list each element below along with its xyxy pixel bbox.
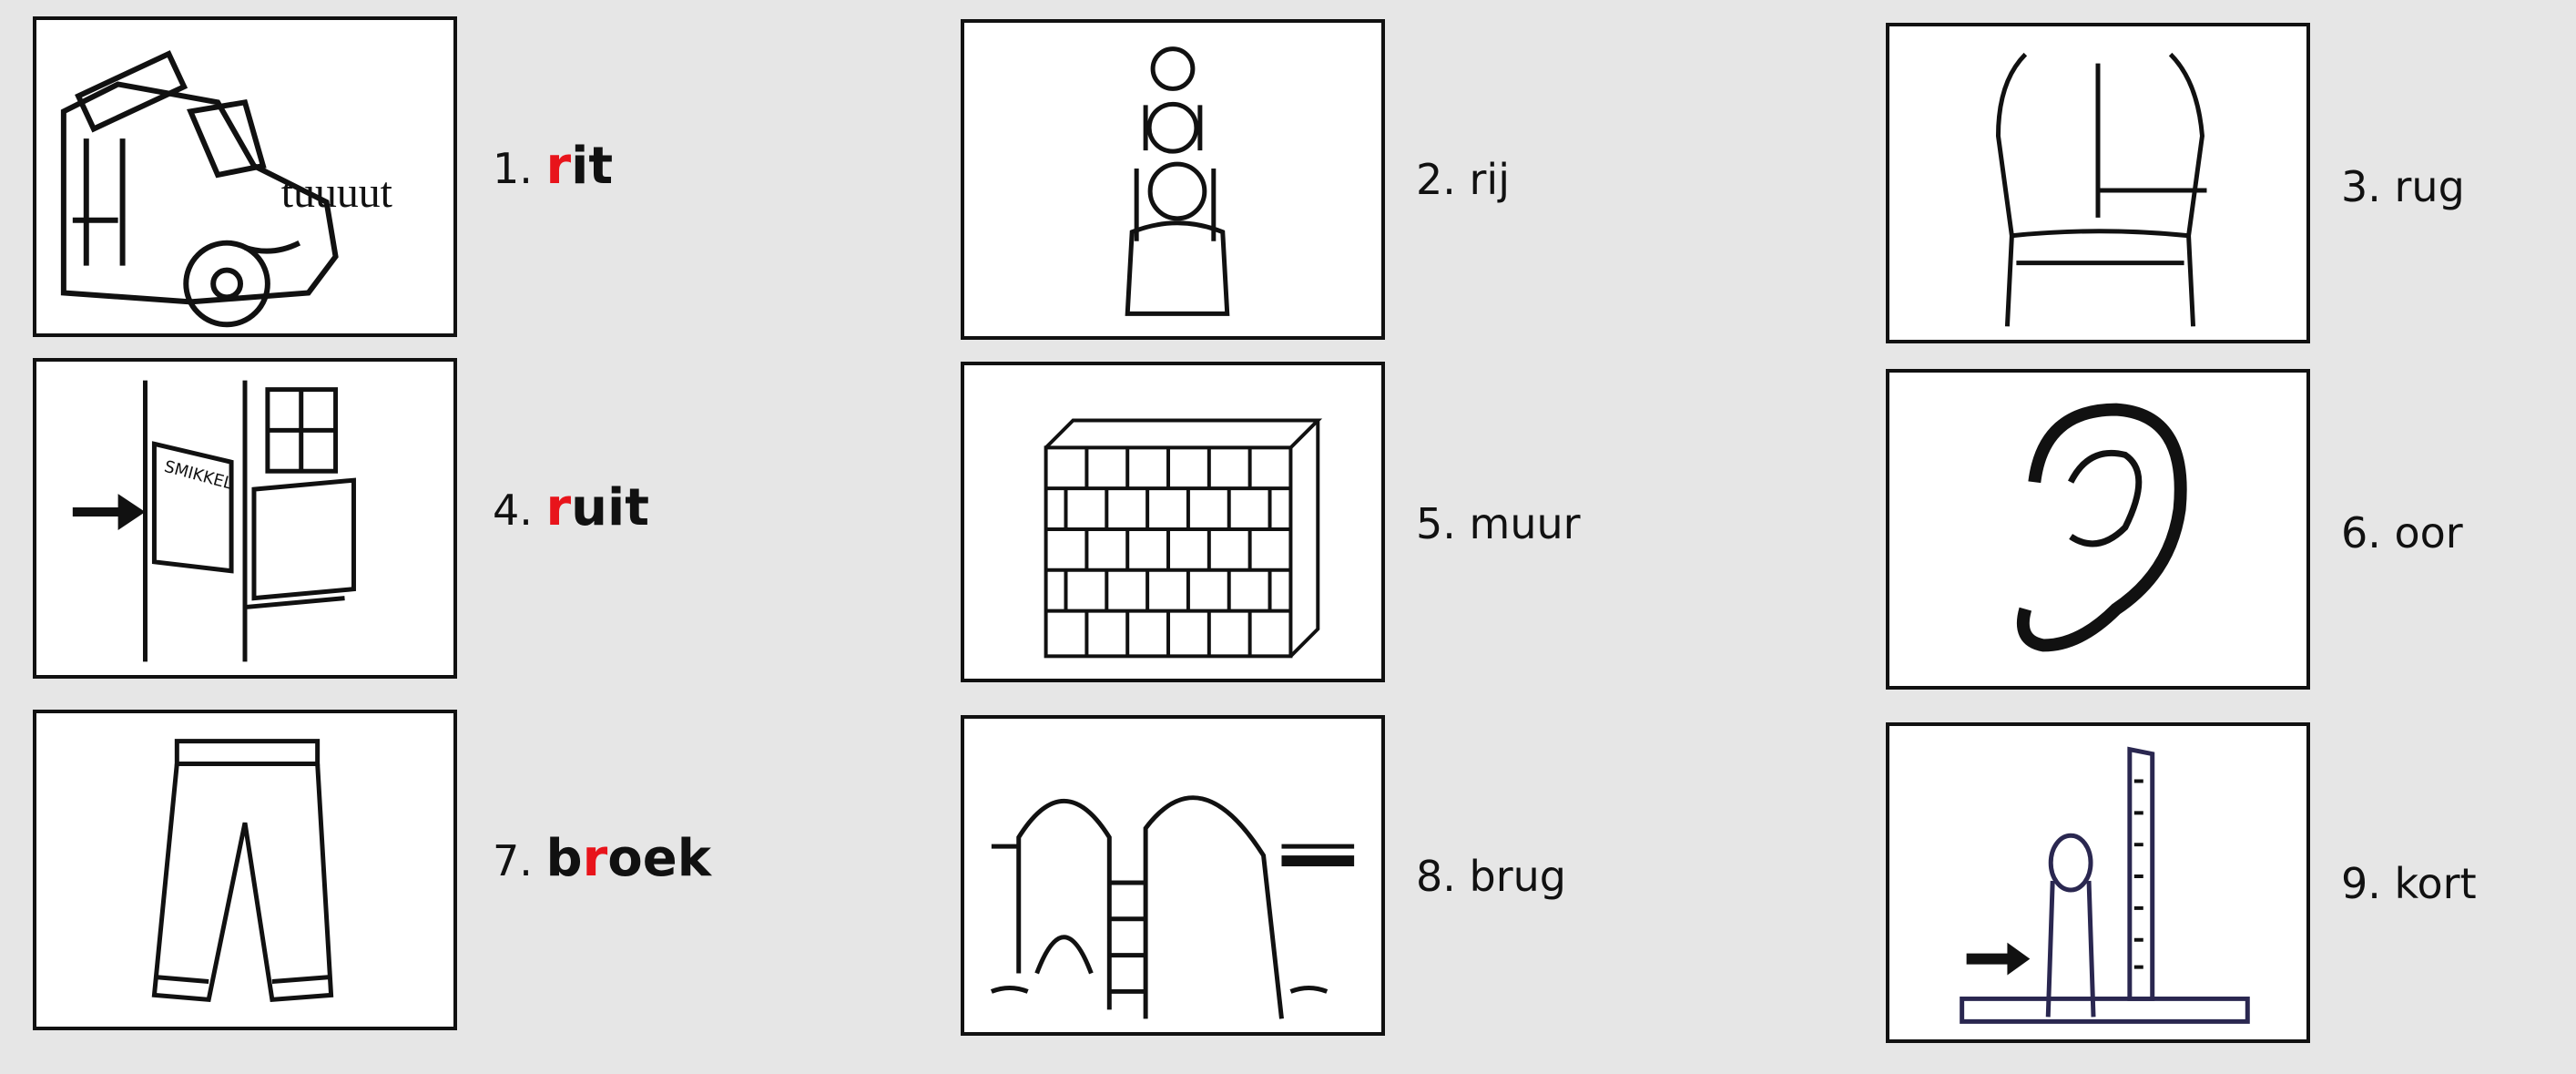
word-label-9: 9. kort xyxy=(2341,859,2477,908)
picture-height-measure xyxy=(1886,722,2310,1043)
picture-brick-wall xyxy=(961,362,1385,682)
picture-shop-window: SMIKKEL xyxy=(33,358,457,679)
height-measure-icon xyxy=(1960,746,2250,1024)
trousers-icon xyxy=(151,739,334,1003)
word-label-8: 8. brug xyxy=(1416,852,1566,901)
word-label-5: 5. muur xyxy=(1416,499,1581,548)
picture-row-of-people xyxy=(961,19,1385,340)
back-icon xyxy=(1995,52,2207,327)
row-of-people-icon xyxy=(1125,46,1230,316)
ear-icon xyxy=(2016,403,2187,652)
bridge-icon xyxy=(990,795,1355,1019)
picture-ear xyxy=(1886,369,2310,690)
shop-window-icon: SMIKKEL xyxy=(72,380,356,662)
sound-text: tuuuut xyxy=(281,169,392,217)
picture-police-car: tuuuut xyxy=(33,16,457,337)
word-label-6: 6. oor xyxy=(2341,508,2463,557)
picture-bridge xyxy=(961,715,1385,1036)
picture-back xyxy=(1886,23,2310,343)
word-label-4: 4. ruit xyxy=(493,478,649,537)
brick-wall-icon xyxy=(1044,418,1323,659)
picture-trousers xyxy=(33,710,457,1030)
police-car-icon: tuuuut xyxy=(60,50,392,328)
word-label-7: 7. broek xyxy=(493,829,711,888)
word-label-2: 2. rij xyxy=(1416,155,1510,204)
word-label-3: 3. rug xyxy=(2341,162,2465,211)
word-label-1: 1. rit xyxy=(493,137,614,196)
